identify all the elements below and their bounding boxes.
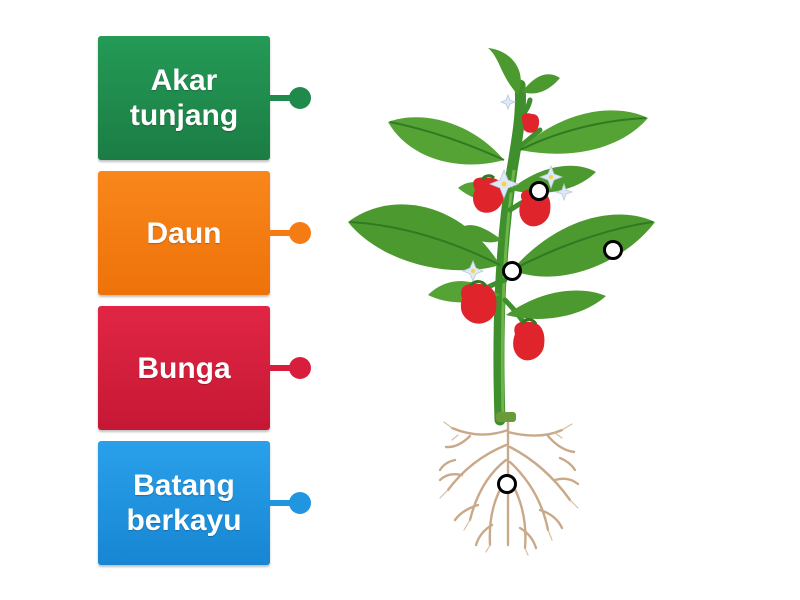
label-text: Daun bbox=[146, 216, 222, 250]
label-text: Batang berkayu bbox=[126, 469, 242, 537]
label-text: Akar tunjang bbox=[129, 64, 239, 132]
drop-target-3[interactable] bbox=[502, 261, 522, 281]
connector-handle-daun[interactable] bbox=[270, 221, 312, 245]
connector-dot-icon bbox=[289, 87, 311, 109]
label-card-daun[interactable]: Daun bbox=[98, 171, 270, 295]
flowers bbox=[461, 93, 574, 283]
drop-target-4[interactable] bbox=[497, 474, 517, 494]
connector-dot-icon bbox=[289, 492, 311, 514]
root-hairs bbox=[439, 421, 579, 556]
roots bbox=[438, 418, 580, 550]
label-card-batang-berkayu[interactable]: Batang berkayu bbox=[98, 441, 270, 565]
connector-handle-akar-tunjang[interactable] bbox=[270, 86, 312, 110]
label-text: Bunga bbox=[137, 351, 231, 385]
pepper-plant-illustration bbox=[348, 48, 655, 556]
leaves bbox=[348, 48, 655, 319]
connector-handle-batang-berkayu[interactable] bbox=[270, 491, 312, 515]
label-card-akar-tunjang[interactable]: Akar tunjang bbox=[98, 36, 270, 160]
connector-dot-icon bbox=[289, 357, 311, 379]
drop-target-1[interactable] bbox=[529, 181, 549, 201]
connector-dot-icon bbox=[289, 222, 311, 244]
drop-target-2[interactable] bbox=[603, 240, 623, 260]
label-card-bunga[interactable]: Bunga bbox=[98, 306, 270, 430]
connector-handle-bunga[interactable] bbox=[270, 356, 312, 380]
